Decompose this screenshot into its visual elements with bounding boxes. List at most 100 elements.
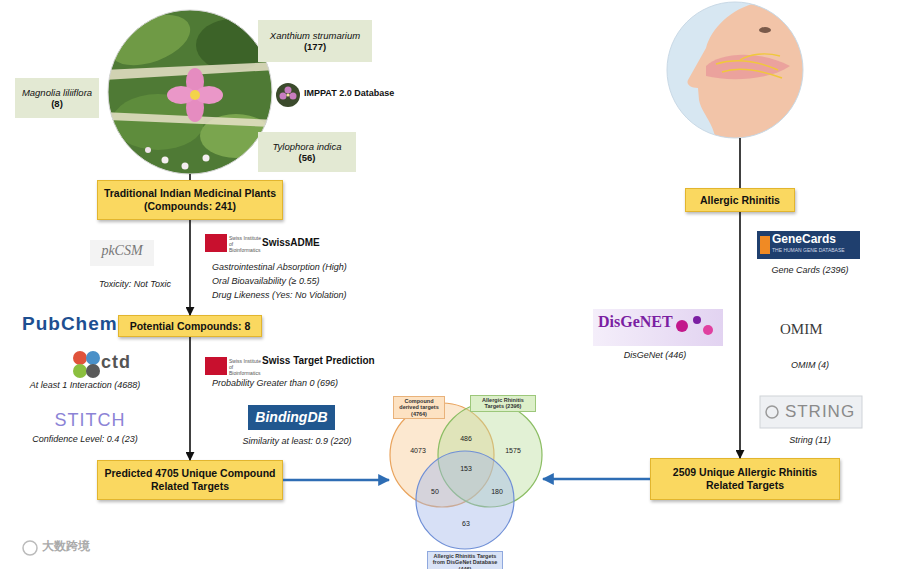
bindingdb-logo — [248, 405, 335, 430]
face-profile — [687, 0, 805, 140]
venn-count: 4073 — [403, 447, 433, 455]
connector-line — [739, 138, 741, 188]
filter-note: Toxicity: Not Toxic — [70, 279, 200, 289]
disgenet-logo-dot — [703, 325, 713, 335]
filter-note: Similarity at least: 0.9 (220) — [227, 436, 367, 446]
photo-background — [100, 5, 280, 185]
filter-note: Confidence Level: 0.4 (23) — [20, 434, 150, 444]
tool-logo: DisGeNET — [598, 313, 678, 331]
plant-box: Magnolia liliiflora(8) — [15, 78, 99, 118]
database-icon-petal — [290, 93, 297, 100]
tool-logo: pkCSM — [90, 243, 154, 259]
node-count: (56) — [299, 152, 316, 163]
disgenet-logo — [593, 309, 723, 346]
database-icon-center — [286, 93, 289, 96]
photo-outline — [108, 10, 272, 174]
institute-name: Swiss Institute of Bioinformatics — [229, 359, 263, 376]
venn-count: 50 — [420, 488, 450, 496]
genecards-logo-icon — [760, 236, 770, 254]
database-icon-petal — [280, 93, 287, 100]
node-title: Tylophora indica — [272, 141, 341, 152]
filter-note: Oral Bioavailability (≥ 0.55) — [212, 276, 397, 286]
tool-name: Swiss Target Prediction — [262, 355, 392, 367]
nasal-cavity — [706, 55, 790, 79]
plant-photo — [100, 5, 280, 185]
node-title: Traditional Indian Medicinal Plants (Com… — [103, 187, 277, 212]
disgenet-logo-dot — [693, 316, 701, 324]
venn-count: 153 — [451, 465, 481, 473]
ctd-logo-dot — [73, 364, 87, 378]
filter-note: Drug Likeness (Yes: No Violation) — [212, 290, 397, 300]
eye — [759, 27, 771, 33]
face-background — [665, 0, 805, 140]
small-flower — [203, 155, 210, 162]
venn-circle-shape — [416, 451, 514, 549]
tool-logo: BindingDB — [248, 409, 335, 425]
institute-name: Swiss Institute of Bioinformatics — [229, 236, 263, 253]
plant-box: Xanthium strumarium(177) — [258, 20, 372, 62]
sib-logo — [205, 234, 227, 252]
string-logo-icon — [766, 406, 778, 418]
process-box: Traditional Indian Medicinal Plants (Com… — [97, 180, 283, 220]
nerve-lines — [716, 54, 782, 78]
node-title: Magnolia liliiflora — [22, 87, 92, 98]
plant-box: Tylophora indica(56) — [258, 132, 356, 172]
circle-heading: Allergic Rhinitis Targets (2396) — [470, 395, 536, 412]
ctd-logo-dot — [86, 364, 100, 378]
logo-tagline: THE HUMAN GENE DATABASE — [772, 248, 858, 254]
string-logo — [760, 396, 862, 428]
process-box: Predicted 4705 Unique Compound Related T… — [97, 460, 283, 500]
filter-note: DisGeNet (446) — [600, 350, 710, 360]
venn-count: 63 — [451, 520, 481, 528]
venn-count: 180 — [482, 488, 512, 496]
arrow-connector — [189, 337, 191, 460]
tool-logo: GeneCards — [772, 233, 858, 247]
node-title: Allergic Rhinitis — [700, 194, 780, 207]
venn-count: 486 — [451, 435, 481, 443]
small-flower — [145, 147, 151, 153]
node-title: 2509 Unique Allergic Rhinitis Related Ta… — [656, 466, 834, 491]
node-title: Predicted 4705 Unique Compound Related T… — [103, 467, 277, 492]
genecards-logo — [757, 231, 860, 259]
process-box: Potential Compounds: 8 — [118, 315, 262, 337]
database-icon — [276, 83, 300, 107]
leaf — [103, 5, 197, 75]
venn-count: 1575 — [498, 447, 528, 455]
face-illustration — [665, 0, 805, 140]
circle-heading: Compound derived targets (4764) — [393, 396, 445, 419]
node-count: (8) — [51, 98, 63, 109]
filter-note: String (11) — [770, 435, 850, 445]
node-title: Potential Compounds: 8 — [130, 320, 251, 333]
arrow-connector — [283, 479, 389, 482]
tool-logo: OMIM — [780, 321, 840, 338]
watermark-icon — [23, 541, 37, 555]
tool-logo: STITCH — [35, 410, 145, 431]
face-outline — [667, 2, 803, 138]
ctd-logo-dot — [86, 351, 100, 365]
filter-note: OMIM (4) — [770, 360, 850, 370]
sib-logo — [205, 357, 227, 375]
node-title: Xanthium strumarium — [270, 30, 360, 41]
filter-note: Gastrointestinal Absorption (High) — [212, 262, 397, 272]
process-box: 2509 Unique Allergic Rhinitis Related Ta… — [650, 458, 840, 500]
process-box: Allergic Rhinitis — [685, 188, 795, 212]
arrow-connector — [543, 478, 650, 481]
node-count: (177) — [304, 41, 326, 52]
small-flower — [182, 163, 189, 170]
filter-note: Probability Greater than 0 (696) — [212, 378, 387, 388]
database-name: IMPPAT 2.0 Database — [304, 88, 414, 98]
filter-note: At least 1 Interaction (4688) — [20, 380, 150, 390]
flower-center — [190, 90, 200, 100]
small-flower — [162, 157, 169, 164]
database-icon-petal — [285, 87, 292, 94]
watermark: 大数跨境 — [42, 540, 132, 554]
arrow-connector — [739, 212, 741, 458]
filter-note: Gene Cards (2396) — [755, 265, 865, 275]
circle-heading: Allergic Rhinitis Targets from DisGeNet … — [427, 551, 503, 569]
logo-background — [90, 240, 154, 266]
arrow-connector — [189, 220, 191, 315]
tool-logo: STRING — [778, 402, 862, 422]
ctd-logo-dot — [73, 351, 87, 365]
disgenet-logo-dot — [676, 320, 688, 332]
